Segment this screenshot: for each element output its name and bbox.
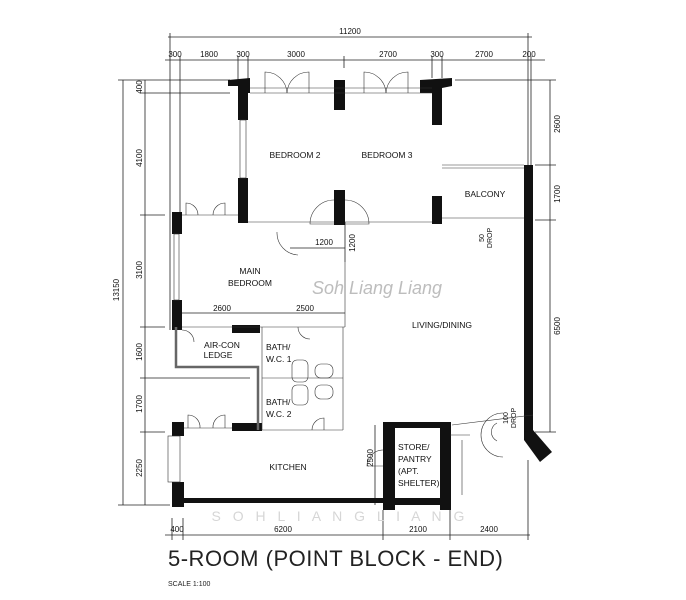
room-store: SHELTER) (398, 478, 440, 488)
room-bath-2: BATH/ (266, 397, 291, 407)
dim-top: 3000 (287, 50, 305, 59)
room-aircon-ledge: LEDGE (204, 350, 233, 360)
room-balcony: BALCONY (465, 189, 506, 199)
dim-bottom: 2100 (409, 525, 427, 534)
room-store: PANTRY (398, 454, 432, 464)
dim-right: 6500 (553, 317, 562, 335)
dim-top: 200 (522, 50, 536, 59)
dim-store: 2500 (366, 449, 375, 467)
plan-title: 5-ROOM (POINT BLOCK - END) (168, 546, 503, 571)
dim-top: 300 (236, 50, 250, 59)
room-store: (APT. (398, 466, 419, 476)
dim-bottom: 6200 (274, 525, 292, 534)
room-aircon-ledge: AIR-CON (204, 340, 240, 350)
watermark-spaced: S O H L I A N G L I A N G (212, 508, 469, 524)
overall-height: 13150 (112, 278, 121, 301)
doors (181, 71, 504, 467)
dim-door-height: 1200 (348, 234, 357, 252)
dim-top: 1800 (200, 50, 218, 59)
room-kitchen: KITCHEN (269, 462, 306, 472)
dim-right: 2600 (553, 115, 562, 133)
dim-bottom: 2400 (480, 525, 498, 534)
drop-50: DROP (487, 228, 494, 249)
plan-scale: SCALE 1:100 (168, 581, 211, 588)
partitions (167, 87, 534, 495)
dimension-lines (118, 33, 556, 540)
dim-mb-left: 2600 (213, 304, 231, 313)
dim-right: 1700 (553, 185, 562, 203)
dim-mb-right: 2500 (296, 304, 314, 313)
room-bath-1: W.C. 1 (266, 354, 292, 364)
dim-bottom: 400 (170, 525, 184, 534)
dim-top: 2700 (475, 50, 493, 59)
dimension-labels: 11200 300 1800 300 3000 2700 300 2700 20… (112, 27, 562, 534)
room-bedroom-2: BEDROOM 2 (269, 150, 320, 160)
overall-width: 11200 (339, 27, 361, 36)
dim-left: 1600 (135, 343, 144, 361)
dim-left: 3100 (135, 261, 144, 279)
drop-50: 50 (479, 234, 486, 242)
drop-100: DROP (511, 408, 518, 429)
room-bath-2: W.C. 2 (266, 409, 292, 419)
walls (172, 78, 552, 510)
room-labels: BEDROOM 2 BEDROOM 3 BALCONY MAIN BEDROOM… (204, 150, 518, 488)
room-main-bedroom: BEDROOM (228, 278, 272, 288)
room-bedroom-3: BEDROOM 3 (361, 150, 412, 160)
fixtures (291, 359, 334, 406)
room-living-dining: LIVING/DINING (412, 320, 472, 330)
room-store: STORE/ (398, 442, 430, 452)
dim-left: 1700 (135, 395, 144, 413)
room-main-bedroom: MAIN (239, 266, 260, 276)
drop-100: 100 (503, 412, 510, 424)
dim-top: 2700 (379, 50, 397, 59)
dim-left: 4100 (135, 149, 144, 167)
dim-left: 400 (135, 80, 144, 94)
dim-left: 2250 (135, 459, 144, 477)
room-bath-1: BATH/ (266, 342, 291, 352)
watermark: Soh Liang Liang (312, 278, 442, 298)
dim-door-width: 1200 (315, 238, 333, 247)
dim-top: 300 (168, 50, 182, 59)
dim-top: 300 (430, 50, 444, 59)
